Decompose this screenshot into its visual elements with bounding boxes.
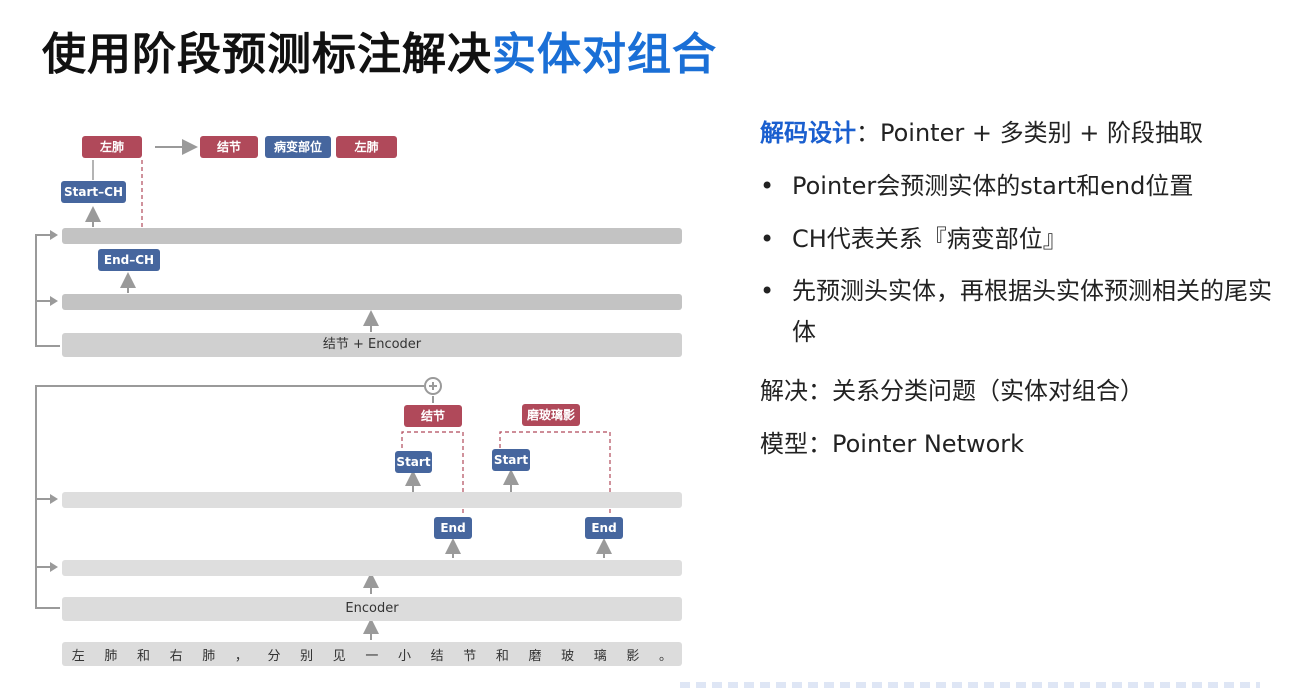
layer-bar-end bbox=[62, 560, 682, 576]
token: 肺 bbox=[202, 648, 216, 664]
node-encoder-bar: 结节 + Encoder bbox=[62, 333, 682, 357]
page-title: 使用阶段预测标注解决实体对组合 bbox=[42, 18, 717, 82]
chip-node-mid: 结节 bbox=[404, 405, 462, 427]
explanation-panel: 解码设计：Pointer + 多类别 + 阶段抽取 Pointer会预测实体的s… bbox=[760, 118, 1280, 482]
diagram: 左肺 结节 病变部位 左肺 Start–CH End–CH 结节 + Encod… bbox=[35, 136, 682, 666]
bullet-2: CH代表关系『病变部位』 bbox=[760, 224, 1280, 254]
bullet-3: 先预测头实体，再根据头实体预测相关的尾实体 bbox=[760, 271, 1280, 353]
token: ， bbox=[234, 648, 248, 664]
lower-skip-line bbox=[35, 385, 424, 609]
start-ch-pointer: Start–CH bbox=[61, 181, 126, 203]
token: 和 bbox=[137, 648, 151, 664]
span-ggo bbox=[499, 431, 611, 516]
token: 。 bbox=[659, 648, 673, 664]
token: 分 bbox=[267, 648, 281, 664]
token: 璃 bbox=[593, 648, 607, 664]
layer-bar-ch-start bbox=[62, 228, 682, 244]
design-text: ：Pointer + 多类别 + 阶段抽取 bbox=[856, 119, 1203, 147]
chip-relation: 病变部位 bbox=[265, 136, 331, 158]
token: 一 bbox=[365, 648, 379, 664]
start-pointer-1: Start bbox=[395, 451, 432, 473]
lower-arrowhead-1 bbox=[50, 494, 58, 504]
token: 见 bbox=[332, 648, 346, 664]
token: 左 bbox=[71, 648, 85, 664]
token: 节 bbox=[463, 648, 477, 664]
footer-subtitle-strip bbox=[680, 682, 1260, 688]
end-pointer-2: End bbox=[585, 517, 623, 539]
solve-row: 解决：关系分类问题（实体对组合） bbox=[760, 376, 1144, 405]
start-pointer-2: Start bbox=[492, 449, 530, 471]
diagram-connectors bbox=[35, 139, 612, 640]
design-row: 解码设计：Pointer + 多类别 + 阶段抽取 bbox=[760, 118, 1280, 148]
token-sequence: 左 肺 和 右 肺 ， 分 别 见 一 小 结 节 和 磨 玻 璃 影 。 bbox=[62, 642, 682, 666]
end-pointer-1: End bbox=[434, 517, 472, 539]
token: 右 bbox=[169, 648, 183, 664]
end-ch-pointer: End–CH bbox=[98, 249, 160, 271]
title-accent: 实体对组合 bbox=[492, 29, 717, 80]
chip-ggo: 磨玻璃影 bbox=[522, 404, 580, 426]
chip-left-lung-2: 左肺 bbox=[336, 136, 397, 158]
span-node bbox=[401, 431, 464, 516]
lower-arrowhead-2 bbox=[50, 562, 58, 572]
upper-arrowhead-2 bbox=[50, 296, 58, 306]
layer-bar-ch-end bbox=[62, 294, 682, 310]
token: 影 bbox=[626, 648, 640, 664]
token: 别 bbox=[300, 648, 314, 664]
token: 玻 bbox=[561, 648, 575, 664]
token: 结 bbox=[430, 648, 444, 664]
token: 肺 bbox=[104, 648, 118, 664]
chip-node-top: 结节 bbox=[200, 136, 258, 158]
bullet-1: Pointer会预测实体的start和end位置 bbox=[760, 171, 1280, 201]
token: 和 bbox=[495, 648, 509, 664]
encoder-bar: Encoder bbox=[62, 597, 682, 621]
token: 小 bbox=[398, 648, 412, 664]
design-label: 解码设计 bbox=[760, 119, 856, 147]
upper-arrowhead-1 bbox=[50, 230, 58, 240]
title-main: 使用阶段预测标注解决 bbox=[42, 29, 492, 80]
token: 磨 bbox=[528, 648, 542, 664]
chip-left-lung: 左肺 bbox=[82, 136, 142, 158]
layer-bar-start bbox=[62, 492, 682, 508]
upper-skip-line bbox=[35, 234, 60, 347]
model-row: 模型：Pointer Network bbox=[760, 429, 1025, 458]
